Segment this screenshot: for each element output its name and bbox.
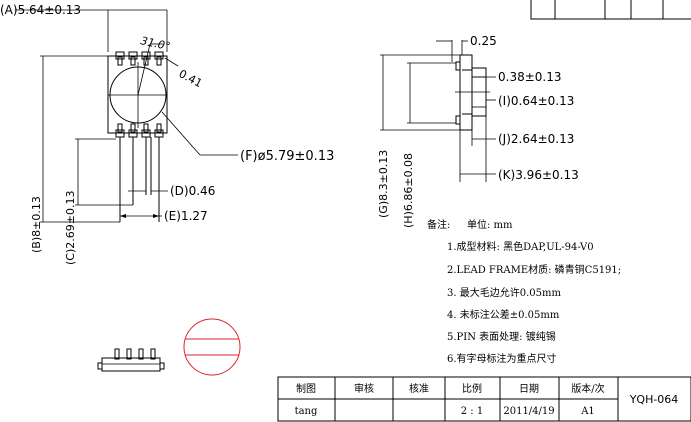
note-5: 5.PIN 表面处理: 镀纯锡 xyxy=(447,330,556,343)
tb-drawn-by: tang xyxy=(295,406,318,417)
dim-h: (H)6.86±0.08 xyxy=(402,153,415,228)
connector-thumbnail xyxy=(97,348,165,372)
notes: 备注: 单位: mm 1.成型材料: 黑色DAP,UL-94-V0 2.LEAD… xyxy=(427,218,621,365)
tb-scale: 2 : 1 xyxy=(461,406,483,417)
note-2: 2.LEAD FRAME材质: 磷青铜C5191; xyxy=(447,263,621,276)
note-1: 1.成型材料: 黑色DAP,UL-94-V0 xyxy=(447,240,594,253)
title-block: 制图 审核 核准 比例 日期 版本/次 tang 2 : 1 2011/4/19… xyxy=(277,376,691,422)
tb-header-approved: 核准 xyxy=(409,382,429,395)
dim-k: (K)3.96±0.13 xyxy=(498,168,579,182)
dim-a: (A)5.64±0.13 xyxy=(0,3,81,17)
front-view xyxy=(15,9,238,223)
revision-table xyxy=(530,0,691,20)
dim-g: (G)8.3±0.13 xyxy=(377,150,390,218)
dim-c: (C)2.69±0.13 xyxy=(64,191,77,265)
dim-angle: 31.0° xyxy=(139,34,171,53)
dim-j: (J)2.64±0.13 xyxy=(498,132,574,146)
side-view xyxy=(380,40,496,182)
note-4: 4. 未标注公差±0.05mm xyxy=(447,308,560,321)
note-3: 3. 最大毛边允许0.05mm xyxy=(447,286,561,299)
tb-header-date: 日期 xyxy=(519,383,539,395)
dim-i: (I)0.64±0.13 xyxy=(498,94,574,108)
notes-unit: 单位: mm xyxy=(467,218,513,231)
dim-e: (E)1.27 xyxy=(164,209,208,223)
dim-025: 0.25 xyxy=(470,34,497,48)
dim-038: 0.38±0.13 xyxy=(498,70,562,84)
dim-d: (D)0.46 xyxy=(170,184,215,198)
stamp-seal xyxy=(183,318,241,376)
dim-b: (B)8±0.13 xyxy=(30,196,43,253)
dim-f: (F)ø5.79±0.13 xyxy=(240,149,334,164)
note-6: 6.有字母标注为重点尺寸 xyxy=(447,352,557,365)
tb-part-number: YQH-064 xyxy=(629,393,679,406)
tb-header-checked: 审核 xyxy=(354,382,374,395)
tb-version: A1 xyxy=(580,406,595,417)
tb-header-version: 版本/次 xyxy=(571,382,604,395)
notes-header: 备注: xyxy=(427,218,450,231)
tb-header-drawn: 制图 xyxy=(296,382,316,395)
dim-r041: 0.41 xyxy=(177,67,205,90)
tb-date: 2011/4/19 xyxy=(503,406,554,417)
tb-header-scale: 比例 xyxy=(462,382,482,395)
